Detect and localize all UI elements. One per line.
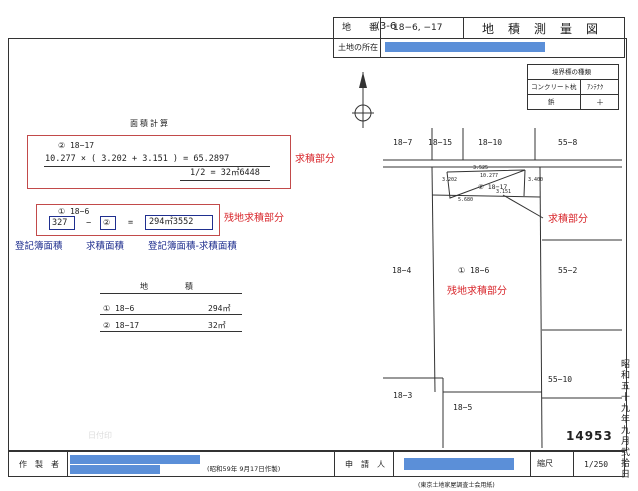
calc-area-value: ② bbox=[103, 218, 111, 227]
scale-value: 1/250 bbox=[584, 460, 609, 469]
dim-5-680: 5.680 bbox=[458, 197, 474, 203]
area-row-2-lot: ② 18−17 bbox=[103, 321, 140, 330]
date-note: (昭和59年 9月17日作製) bbox=[207, 465, 281, 473]
equals-sign: = bbox=[128, 218, 134, 228]
area-row-1-area: 294㎡ bbox=[208, 304, 231, 313]
leader-calc-part bbox=[502, 194, 544, 219]
dim-3-400: 3.400 bbox=[528, 177, 544, 183]
legend-mark-concrete: ｱﾝﾃﾅｸ bbox=[587, 83, 604, 91]
annotation-registered-area: 登記簿面積 bbox=[15, 241, 63, 252]
calc-block-1-line1: 10.277 × ( 3.202 + 3.151 ) = 65.2897 bbox=[45, 154, 230, 164]
legend-mark-tack: ＋ bbox=[596, 98, 604, 107]
area-table-head-1: 地 bbox=[140, 282, 148, 291]
annotation-remaining-part: 残地求積部分 bbox=[224, 213, 284, 224]
scale-value-cell: 1/250 bbox=[573, 451, 625, 477]
maker-label-cell: 作 製 者 bbox=[8, 451, 68, 477]
parcel-18-17: ② 18−17 bbox=[478, 183, 508, 191]
boundary-18-6-right bbox=[539, 166, 543, 449]
parcel-18-4: 18−4 bbox=[392, 266, 412, 275]
boundary-18-6-left bbox=[431, 166, 436, 393]
parcel-18-3: 18−3 bbox=[393, 391, 413, 400]
faint-stamp: 日付印 bbox=[88, 431, 112, 440]
annotation-map-remaining-part: 残地求積部分 bbox=[447, 286, 507, 297]
dim-3-525: 3.525 bbox=[473, 165, 489, 171]
doc-title: 地 積 測 量 図 bbox=[482, 22, 600, 36]
area-table-rule bbox=[100, 293, 242, 294]
calc-block-1-box bbox=[27, 135, 291, 189]
legend-kind-concrete: コンクリート杭 bbox=[531, 83, 577, 91]
calc-underline bbox=[44, 166, 270, 167]
lot-label: 地 番 bbox=[342, 23, 379, 33]
location-value-cell bbox=[380, 38, 625, 58]
area-row-2-area: 32㎡ bbox=[208, 321, 226, 330]
legend-row-2-mark: ＋ bbox=[580, 94, 619, 110]
applicant-redaction bbox=[404, 458, 514, 470]
annotation-map-calc-part: 求積部分 bbox=[548, 214, 588, 225]
dim-3-202: 3.202 bbox=[442, 177, 458, 183]
annotation-diff-area: 登記簿面積-求積面積 bbox=[148, 241, 237, 252]
calc-area-box: ② bbox=[100, 216, 116, 230]
dim-3-151: 3.151 bbox=[496, 189, 512, 195]
area-table-rule-3 bbox=[100, 331, 242, 332]
calc-block-2-box bbox=[36, 204, 220, 236]
location-redaction bbox=[385, 42, 545, 52]
calc-block-2-label: ① 18−6 bbox=[58, 207, 90, 216]
parcel-55-8: 55−8 bbox=[558, 138, 578, 147]
lot-18-17-outline bbox=[446, 169, 526, 199]
minus-sign: − bbox=[86, 218, 92, 228]
scale-label: 縮尺 bbox=[537, 459, 553, 468]
org-note: (東京土地家屋調査士会用紙) bbox=[418, 482, 495, 489]
applicant-label-cell: 申 請 人 bbox=[334, 451, 394, 477]
area-table-head-2: 積 bbox=[185, 282, 193, 291]
registered-area-value: 327 bbox=[52, 218, 68, 228]
north-arrow-head bbox=[359, 72, 367, 88]
registered-area-box: 327 bbox=[49, 216, 75, 230]
lot-18-17-east bbox=[523, 169, 526, 197]
stamp-number: 14953 bbox=[566, 429, 613, 443]
parcel-55-2: 55−2 bbox=[558, 266, 578, 275]
parcel-18-5: 18−5 bbox=[453, 403, 473, 412]
lot-value: 18−6, −17 bbox=[393, 23, 443, 33]
annotation-calc-area: 求積面積 bbox=[86, 241, 125, 252]
parcel-18-10: 18−10 bbox=[478, 138, 503, 147]
remaining-area-value: 294㎡3552 bbox=[149, 217, 194, 227]
parcel-18-15: 18−15 bbox=[428, 138, 453, 147]
parcel-55-10: 55−10 bbox=[548, 375, 573, 384]
calc-block-1-label: ② 18−17 bbox=[58, 141, 95, 150]
annotation-calc-part: 求積部分 bbox=[295, 154, 335, 165]
calc-title: 面積計算 bbox=[130, 119, 170, 128]
maker-redaction-2 bbox=[70, 465, 160, 474]
applicant-label: 申 請 人 bbox=[345, 460, 385, 469]
parcel-18-6: ① 18−6 bbox=[458, 266, 490, 275]
drawing-frame bbox=[8, 38, 627, 451]
scale-label-cell: 縮尺 bbox=[530, 451, 574, 477]
side-date: 昭和五十九年九月弐拾日 bbox=[621, 360, 631, 480]
maker-redaction-1 bbox=[70, 455, 200, 464]
area-table-rule-2 bbox=[100, 314, 242, 315]
maker-label: 作 製 者 bbox=[19, 460, 59, 469]
calc-block-1-line2: 1/2 = 32㎡6448 bbox=[190, 168, 260, 178]
handwritten-note: (3-6 bbox=[376, 21, 397, 32]
legend-kind-tack: 鋲 bbox=[548, 98, 555, 106]
legend-header: 境界標の種類 bbox=[552, 68, 591, 76]
location-label: 土地の所在 bbox=[338, 43, 378, 52]
calc-underline-2 bbox=[180, 180, 270, 181]
parcel-18-7: 18−7 bbox=[393, 138, 413, 147]
dim-10-277: 10.277 bbox=[480, 173, 499, 179]
area-row-1-lot: ① 18−6 bbox=[103, 304, 135, 313]
remaining-area-box: 294㎡3552 bbox=[145, 215, 213, 230]
